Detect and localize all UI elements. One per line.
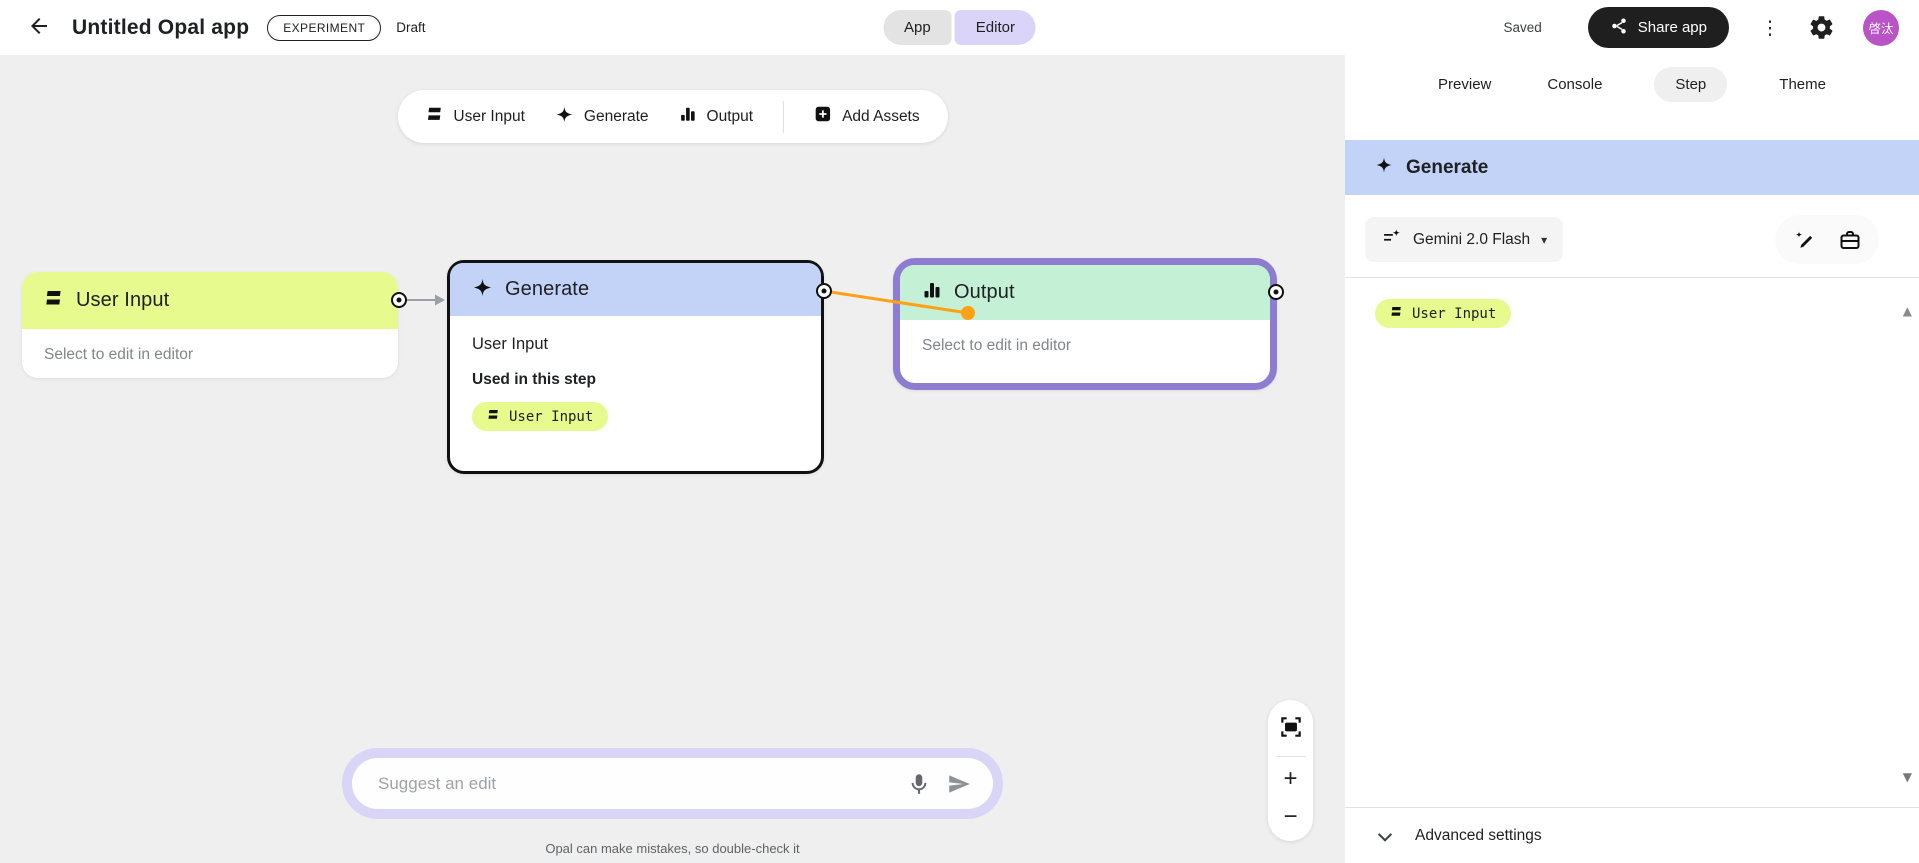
advanced-settings-toggle[interactable]: Advanced settings: [1345, 808, 1919, 863]
step-side-panel: Preview Console Step Theme Generate Gemi…: [1345, 55, 1919, 863]
output-port[interactable]: [391, 292, 407, 308]
microphone-icon[interactable]: [899, 764, 939, 804]
toolbar-generate-label: Generate: [583, 107, 649, 125]
tab-console[interactable]: Console: [1543, 67, 1606, 102]
add-box-icon: [814, 105, 832, 128]
node-body-hint: Select to edit in editor: [922, 337, 1072, 354]
toggle-editor[interactable]: Editor: [954, 10, 1036, 45]
node-output-body: Select to edit in editor: [900, 320, 1270, 372]
node-title: Output: [954, 281, 1015, 303]
saved-status: Saved: [1503, 20, 1542, 35]
node-output-header: Output: [900, 265, 1270, 320]
toolbar-add-assets-label: Add Assets: [842, 107, 920, 125]
node-title: User Input: [76, 289, 170, 311]
suggest-edit-inner: [352, 758, 993, 809]
share-icon: [1610, 17, 1628, 39]
toolbar-add-assets[interactable]: Add Assets: [814, 105, 920, 128]
output-port[interactable]: [1268, 284, 1284, 300]
panel-divider: [1345, 277, 1919, 278]
main-area: User Input Generate Output Add Assets: [0, 55, 1919, 863]
step-header-banner: Generate: [1345, 140, 1919, 195]
back-button[interactable]: [22, 11, 56, 45]
node-user-input-header: User Input: [22, 272, 398, 329]
magic-edit-icon[interactable]: [1785, 221, 1823, 259]
settings-gear-icon[interactable]: [1803, 10, 1839, 46]
node-generate-body: User Input Used in this step User Input: [450, 316, 821, 450]
scroll-down-icon[interactable]: ▼: [1902, 770, 1912, 784]
tab-step[interactable]: Step: [1654, 66, 1728, 102]
toolbar-output-label: Output: [706, 107, 754, 125]
zoom-in-button[interactable]: +: [1268, 757, 1313, 801]
user-input-icon: [487, 408, 500, 425]
model-selector[interactable]: Gemini 2.0 Flash ▾: [1365, 217, 1564, 262]
prompt-editor[interactable]: User Input ▲ ▼: [1345, 278, 1919, 794]
user-input-chip[interactable]: User Input: [1375, 299, 1512, 328]
toolbox-icon[interactable]: [1831, 221, 1869, 259]
bar-chart-icon: [679, 105, 697, 128]
output-port[interactable]: [816, 283, 832, 299]
model-row: Gemini 2.0 Flash ▾: [1365, 215, 1879, 264]
zoom-out-button[interactable]: −: [1268, 801, 1313, 841]
disclaimer-text: Opal can make mistakes, so double-check …: [545, 841, 800, 856]
suggest-edit-input[interactable]: [378, 773, 899, 794]
tab-preview[interactable]: Preview: [1434, 67, 1495, 102]
top-bar: Untitled Opal app EXPERIMENT Draft App E…: [0, 0, 1919, 55]
node-toolbar: User Input Generate Output Add Assets: [397, 90, 948, 143]
send-icon[interactable]: [939, 764, 979, 804]
fit-to-screen-button[interactable]: [1268, 700, 1313, 756]
share-app-button[interactable]: Share app: [1587, 7, 1729, 48]
draft-status-label: Draft: [396, 20, 426, 35]
experiment-badge: EXPERIMENT: [267, 14, 382, 41]
node-body-hint: Select to edit in editor: [44, 346, 194, 363]
user-input-icon: [425, 105, 443, 128]
user-input-icon: [44, 288, 64, 313]
scroll-up-icon[interactable]: ▲: [1902, 304, 1912, 318]
chevron-down-icon: ▾: [1541, 232, 1548, 247]
step-header-title: Generate: [1406, 156, 1489, 178]
node-user-input[interactable]: User Input Select to edit in editor: [22, 272, 407, 381]
tab-theme[interactable]: Theme: [1775, 67, 1830, 102]
tune-sparkle-icon: [1381, 227, 1402, 253]
top-bar-left: Untitled Opal app EXPERIMENT Draft: [0, 11, 426, 45]
chip-label: User Input: [1412, 305, 1497, 322]
sparkle-icon: [1375, 156, 1393, 179]
used-in-step-heading: Used in this step: [472, 371, 597, 388]
toolbar-generate[interactable]: Generate: [555, 105, 649, 129]
kebab-menu-icon[interactable]: ⋮: [1755, 11, 1785, 45]
model-name-label: Gemini 2.0 Flash: [1413, 230, 1531, 248]
prompt-tools: [1775, 215, 1879, 264]
back-arrow-icon: [27, 14, 51, 41]
toggle-app[interactable]: App: [883, 10, 952, 45]
user-input-chip[interactable]: User Input: [472, 402, 609, 431]
sparkle-icon: [472, 277, 493, 303]
user-avatar[interactable]: 啓汰: [1863, 9, 1899, 46]
panel-divider: [1345, 807, 1919, 808]
chevron-down-icon: [1377, 827, 1393, 842]
sparkle-icon: [555, 105, 574, 129]
workflow-canvas[interactable]: User Input Generate Output Add Assets: [0, 55, 1345, 863]
node-generate[interactable]: Generate User Input Used in this step Us…: [447, 260, 832, 474]
user-input-icon: [1390, 305, 1403, 322]
app-editor-toggle: App Editor: [883, 10, 1036, 45]
toolbar-user-input[interactable]: User Input: [425, 105, 525, 128]
suggest-edit-bar: [342, 748, 1003, 819]
generate-input-ref: User Input: [472, 335, 549, 353]
chip-label: User Input: [509, 408, 594, 425]
node-generate-header: Generate: [450, 263, 821, 316]
zoom-controls: + −: [1268, 700, 1313, 841]
node-title: Generate: [505, 278, 590, 300]
app-title[interactable]: Untitled Opal app: [72, 15, 250, 39]
node-user-input-body: Select to edit in editor: [22, 329, 398, 381]
zoom-divider: [1275, 756, 1306, 757]
toolbar-user-input-label: User Input: [453, 107, 525, 125]
toolbar-output[interactable]: Output: [679, 105, 754, 128]
panel-tabs: Preview Console Step Theme: [1345, 55, 1919, 113]
fit-screen-icon: [1278, 714, 1304, 743]
node-output[interactable]: Output Select to edit in editor: [893, 258, 1284, 390]
share-app-label: Share app: [1637, 19, 1707, 36]
top-bar-right: Saved Share app ⋮ 啓汰: [1503, 7, 1919, 48]
bar-chart-icon: [922, 280, 942, 305]
advanced-settings-label: Advanced settings: [1415, 826, 1542, 844]
toolbar-divider: [783, 100, 785, 133]
